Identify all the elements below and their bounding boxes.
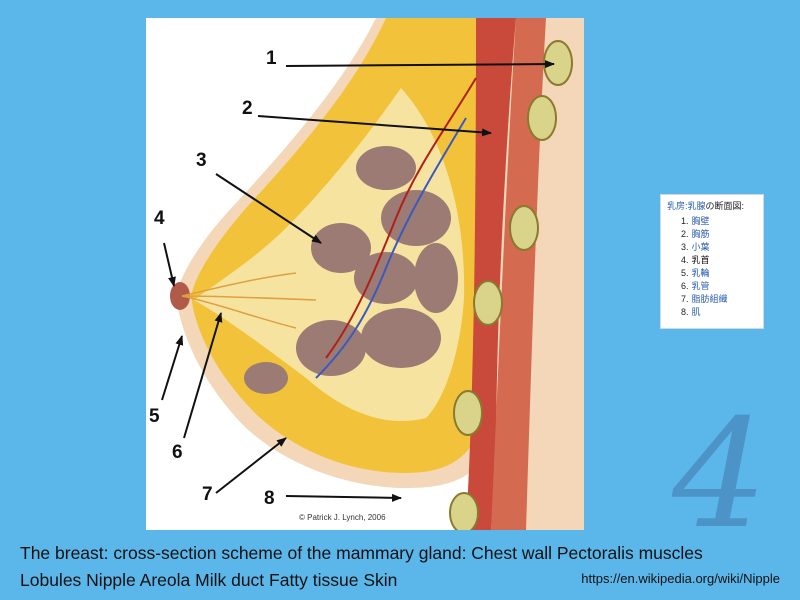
nipple-shape	[170, 282, 190, 310]
lobules	[244, 146, 458, 394]
breast-cross-section-illustration	[161, 18, 584, 530]
legend-item-link[interactable]: 胸壁	[691, 216, 710, 226]
label-4: 4	[154, 208, 165, 229]
label-1: 1	[266, 48, 277, 69]
source-url[interactable]: https://en.wikipedia.org/wiki/Nipple	[581, 571, 780, 586]
legend-item-link[interactable]: 乳管	[691, 281, 710, 291]
legend-item: 6.乳管	[667, 280, 757, 293]
legend-item-number: 6.	[681, 281, 689, 291]
legend-title-suffix: の断面図:	[705, 201, 745, 211]
legend-item-text: 乳首	[691, 255, 710, 265]
label-3: 3	[196, 150, 207, 171]
label-8: 8	[264, 488, 275, 509]
legend-item-number: 2.	[681, 229, 689, 239]
legend-item-number: 4.	[681, 255, 689, 265]
legend-item: 2.胸筋	[667, 228, 757, 241]
slide-number: 4	[672, 388, 768, 562]
ribs	[449, 40, 573, 530]
leader-lines	[161, 60, 555, 502]
legend-item-number: 1.	[681, 216, 689, 226]
arteries	[325, 77, 477, 359]
legend-item-number: 7.	[681, 294, 689, 304]
milk-ducts	[181, 272, 317, 329]
label-5: 5	[149, 406, 160, 427]
legend-item-number: 8.	[681, 307, 689, 317]
label-2: 2	[242, 98, 253, 119]
chest-wall-muscle	[491, 18, 546, 530]
caption-line-2: Lobules Nipple Areola Milk duct Fatty ti…	[20, 570, 398, 590]
legend-title-link[interactable]: 乳房:乳腺	[667, 201, 706, 211]
legend-box: 乳房:乳腺の断面図: 1.胸壁 2.胸筋 3.小葉 4.乳首 5.乳輪 6.乳管…	[660, 194, 764, 329]
label-7: 7	[202, 484, 213, 505]
legend-item: 1.胸壁	[667, 215, 757, 228]
caption-line-1: The breast: cross-section scheme of the …	[20, 543, 703, 563]
label-6: 6	[172, 442, 183, 463]
legend-item-link[interactable]: 脂肪組織	[691, 294, 728, 304]
legend-item-number: 3.	[681, 242, 689, 252]
legend-item: 7.脂肪組織	[667, 293, 757, 306]
legend-item: 3.小葉	[667, 241, 757, 254]
veins	[315, 117, 467, 379]
legend-item-link[interactable]: 肌	[691, 307, 701, 317]
legend-item: 5.乳輪	[667, 267, 757, 280]
legend-item-link[interactable]: 胸筋	[691, 229, 710, 239]
anatomy-figure: 1 2 3 4 5 6 7 8 © Patrick J. Lynch, 2006	[146, 18, 584, 530]
legend-item: 8.肌	[667, 306, 757, 319]
legend-item-link[interactable]: 小葉	[691, 242, 710, 252]
legend-item-number: 5.	[681, 268, 689, 278]
legend-item-link[interactable]: 乳輪	[691, 268, 710, 278]
slide-caption: The breast: cross-section scheme of the …	[20, 540, 790, 594]
illustration-credit: © Patrick J. Lynch, 2006	[299, 513, 386, 522]
legend-title: 乳房:乳腺の断面図:	[667, 199, 757, 212]
legend-item: 4.乳首	[667, 254, 757, 267]
